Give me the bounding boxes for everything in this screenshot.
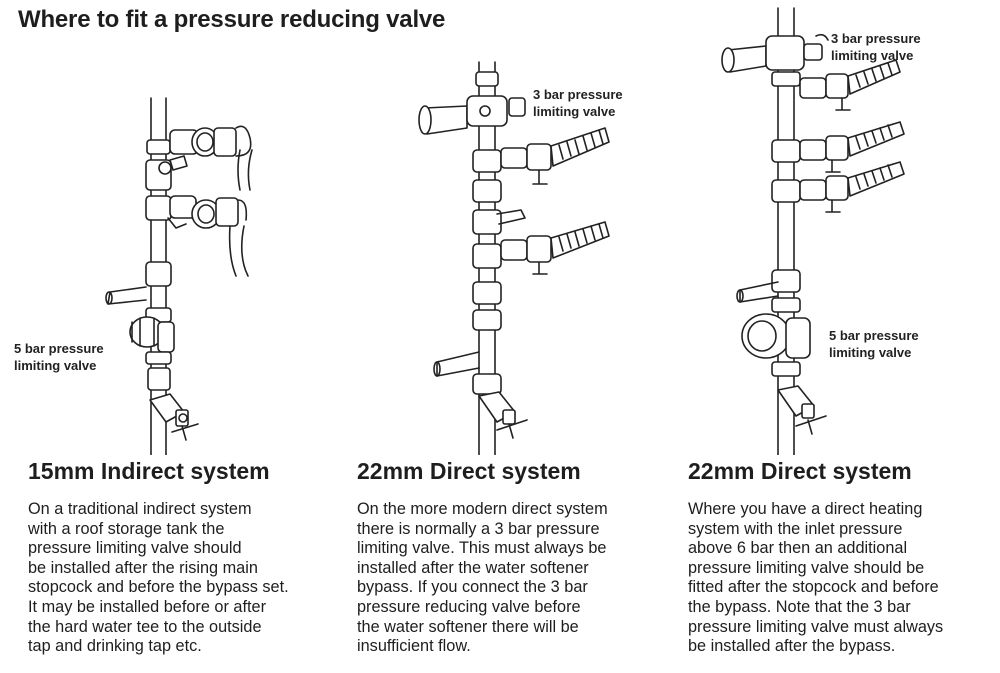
hose-connection-top [799,59,901,111]
panel-heading-direct-b: 22mm Direct system [688,458,912,484]
panel-body-direct-a: On the more modern direct system there i… [357,500,608,656]
stopcock [147,367,199,441]
callout-5bar-valve: 5 bar pressure limiting valve [829,328,919,360]
callout-5bar-valve: 5 bar pressure limiting valve [14,341,104,373]
pressure-limiting-valve [129,307,175,365]
valve-handle [158,155,188,175]
pressure-limiting-valve-3bar [721,33,829,87]
hose-connection-upper [472,127,610,185]
upper-tee-fitting [145,125,253,191]
panel-heading-direct-a: 22mm Direct system [357,458,581,484]
lower-tee-fitting [145,195,249,277]
panel-body-direct-b: Where you have a direct heating system w… [688,500,944,656]
panel-body-indirect: On a traditional indirect system with a … [28,500,289,656]
diagram-direct-22mm-a [333,0,666,455]
callout-3bar-valve: 3 bar pressure limiting valve [533,87,623,119]
side-branch-pipe [433,351,502,395]
hose-connection-middle [771,121,905,173]
stopcock [478,391,528,439]
pressure-limiting-valve [418,71,526,135]
page-title: Where to fit a pressure reducing valve [18,6,446,33]
diagram-direct-22mm-b [666,0,1000,455]
callout-3bar-valve: 3 bar pressure limiting valve [831,31,921,63]
hose-connection-lower [472,221,610,275]
lower-fittings [472,281,502,331]
hose-connection-lower [771,161,905,213]
side-branch-pipe [105,261,172,305]
diagram-indirect-15mm [0,0,333,455]
stopcock [777,385,827,435]
pressure-limiting-valve-5bar [741,297,811,377]
side-branch-pipe [736,269,801,303]
bypass-fittings [472,179,526,235]
panel-heading-indirect: 15mm Indirect system [28,458,270,484]
